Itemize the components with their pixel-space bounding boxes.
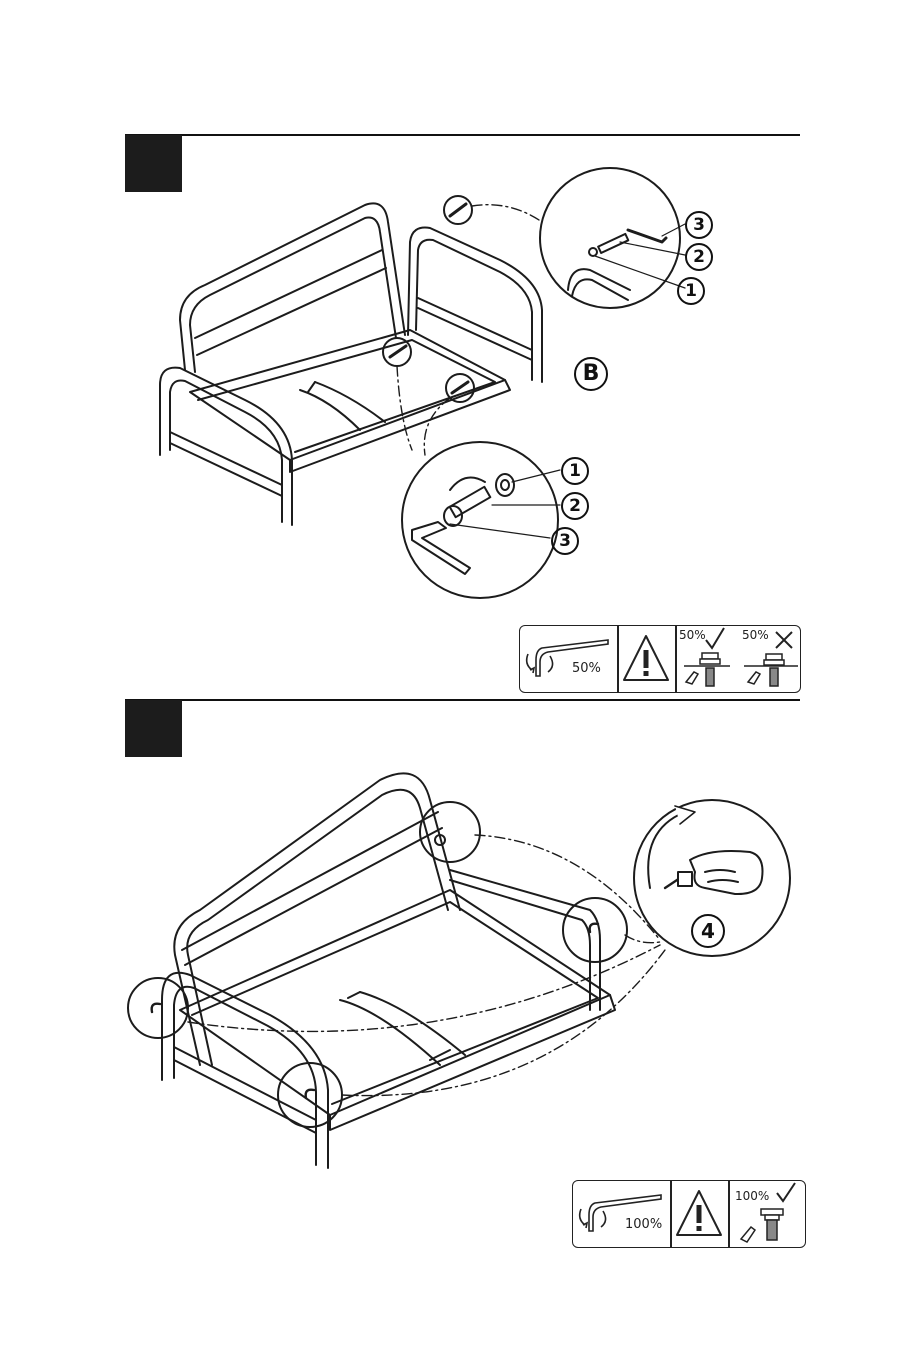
cross-icon xyxy=(776,632,792,648)
check-icon xyxy=(706,628,724,648)
warning-cell xyxy=(618,626,675,692)
hand-icon xyxy=(686,672,698,684)
callout-label: 3 xyxy=(559,531,571,551)
tighten-cell: 50% xyxy=(520,626,617,692)
tighten-percent-label: 50% xyxy=(572,661,601,676)
check-percent-label: 100% xyxy=(735,1189,769,1203)
part-b-callout: B xyxy=(574,357,608,391)
callout-circle: 3 xyxy=(551,527,579,555)
allen-key-icon xyxy=(520,626,617,692)
warning-icon xyxy=(671,1181,728,1247)
step-two-tighten-panel: 100% 100% xyxy=(572,1180,806,1248)
step-two-rule xyxy=(125,699,800,701)
tool-callout: 4 xyxy=(691,914,725,948)
callout-label: 1 xyxy=(569,461,581,481)
callout-label: 3 xyxy=(693,215,705,235)
step-one-tighten-panel: 50% 50% 50% xyxy=(519,625,801,693)
allen-key-icon xyxy=(573,1181,670,1247)
part-b-label: B xyxy=(583,361,600,386)
check-icon xyxy=(777,1183,795,1201)
step-one-rule xyxy=(125,134,800,136)
callout-circle: 2 xyxy=(561,492,589,520)
tighten-percent-label: 100% xyxy=(625,1217,662,1232)
check-percent-label: 50% xyxy=(679,628,706,642)
callout-label: 1 xyxy=(685,281,697,301)
callout-circle: 3 xyxy=(685,211,713,239)
cross-percent-label: 50% xyxy=(742,628,769,642)
tool-callout-label: 4 xyxy=(701,919,715,943)
callout-circle: 1 xyxy=(561,457,589,485)
callout-label: 2 xyxy=(693,247,705,267)
hand-icon xyxy=(741,1227,755,1242)
warning-cell xyxy=(671,1181,728,1247)
callout-label: 2 xyxy=(569,496,581,516)
correct-cell: 100% xyxy=(729,1181,805,1247)
warning-icon xyxy=(618,626,675,692)
step-two-number-box xyxy=(125,700,182,757)
callout-circle: 2 xyxy=(685,243,713,271)
callout-circle: 1 xyxy=(677,277,705,305)
hand-icon xyxy=(748,672,760,684)
step-two-illustration xyxy=(120,760,800,1180)
tighten-cell: 100% xyxy=(573,1181,670,1247)
correct-incorrect-cell: 50% 50% xyxy=(676,626,800,692)
